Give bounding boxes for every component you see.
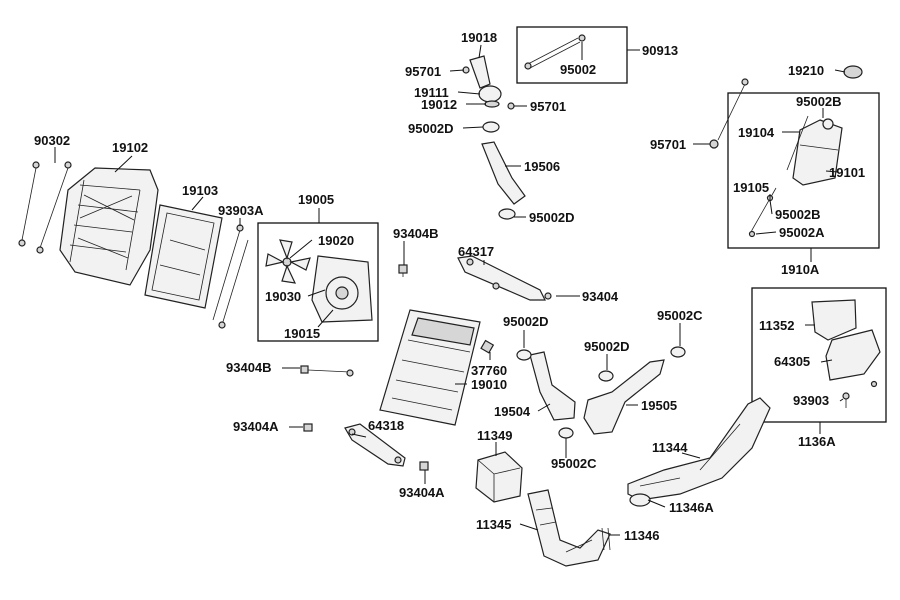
label-19104: 19104 xyxy=(738,125,775,140)
label-11346: 11346 xyxy=(624,528,659,543)
sensor-37760 xyxy=(480,339,495,354)
clamp-95002D-top xyxy=(482,121,500,133)
clamp-95002C-right xyxy=(670,346,686,358)
label-95002D-low: 95002D xyxy=(503,314,549,329)
label-90913: 90913 xyxy=(642,43,678,58)
label-19103: 19103 xyxy=(182,183,218,198)
label-93404B-top: 93404B xyxy=(393,226,439,241)
hose-19505 xyxy=(583,359,665,435)
label-93903: 93903 xyxy=(793,393,829,408)
clamp-95002D-low xyxy=(516,349,532,361)
label-93903A: 93903A xyxy=(218,203,264,218)
label-19012: 19012 xyxy=(421,97,457,112)
hose-19104 xyxy=(786,115,809,171)
bolt-93404A-bottom xyxy=(419,461,429,471)
part-64305 xyxy=(825,329,881,381)
label-95002C-right: 95002C xyxy=(657,308,703,323)
hose-kit-90913 xyxy=(524,34,586,70)
kit-box-1136A xyxy=(751,287,887,423)
label-93404: 93404 xyxy=(582,289,619,304)
clamp-95002D-mid xyxy=(498,208,516,220)
label-95701-right: 95701 xyxy=(650,137,686,152)
clamp-11346A xyxy=(629,493,651,507)
label-19506: 19506 xyxy=(524,159,560,174)
label-93404B-left: 93404B xyxy=(226,360,272,375)
label-1136A: 1136A xyxy=(798,434,836,449)
label-19102: 19102 xyxy=(112,140,148,155)
box-11349 xyxy=(475,451,523,503)
screw-90302 xyxy=(18,161,72,254)
kit-box-1910A xyxy=(727,92,880,249)
label-19504: 19504 xyxy=(494,404,531,419)
intake-11345 xyxy=(527,489,611,567)
kit-box-90913 xyxy=(516,26,628,84)
label-90302: 90302 xyxy=(34,133,70,148)
label-64318: 64318 xyxy=(368,418,404,433)
clamp-11346 xyxy=(601,527,611,551)
label-64317: 64317 xyxy=(458,244,494,259)
label-19101: 19101 xyxy=(829,165,865,180)
label-19505: 19505 xyxy=(641,398,677,413)
clamp-95002D-right xyxy=(598,370,614,382)
mesh-screen-19103 xyxy=(144,204,223,309)
clamp-95002C-low xyxy=(558,427,574,439)
label-19111: 19111 xyxy=(414,85,449,100)
label-19005: 19005 xyxy=(298,192,334,207)
label-19015: 19015 xyxy=(284,326,320,341)
label-95701-top: 95701 xyxy=(405,64,441,79)
filler-cap-19210 xyxy=(843,65,863,79)
hose-19506 xyxy=(481,141,526,205)
reservoir-19101 xyxy=(792,118,843,186)
thermostat-housing-19111 xyxy=(478,85,502,103)
bolt-93404B-left xyxy=(300,365,354,377)
part-19012 xyxy=(484,100,500,108)
label-93404A-left: 93404A xyxy=(233,419,279,434)
label-95002D-top: 95002D xyxy=(408,121,454,136)
fan-shroud-19030 xyxy=(311,255,373,323)
label-93404A-bottom: 93404A xyxy=(399,485,445,500)
label-95002D-mid: 95002D xyxy=(529,210,575,225)
label-19210: 19210 xyxy=(788,63,824,78)
leader-lines xyxy=(54,42,846,536)
screw-93903A xyxy=(212,224,249,329)
label-11352: 11352 xyxy=(759,318,794,333)
label-95002C-low: 95002C xyxy=(551,456,597,471)
screw-93903 xyxy=(842,380,878,408)
label-1910A: 1910A xyxy=(781,262,820,277)
label-19105: 19105 xyxy=(733,180,769,195)
bolt-93404A-left xyxy=(303,423,313,432)
label-11346A: 11346A xyxy=(669,500,714,515)
label-95002D-right: 95002D xyxy=(584,339,630,354)
fan-19020 xyxy=(265,239,311,284)
label-95002A: 95002A xyxy=(779,225,825,240)
fitting-95701-mid xyxy=(507,102,515,110)
label-95002B-low: 95002B xyxy=(775,207,821,222)
label-19030: 19030 xyxy=(265,289,301,304)
label-19018: 19018 xyxy=(461,30,497,45)
part-11352 xyxy=(811,299,857,341)
label-11349: 11349 xyxy=(477,428,512,443)
label-95002B-top: 95002B xyxy=(796,94,842,109)
radiator-grille-19102 xyxy=(59,167,159,286)
label-95002: 95002 xyxy=(560,62,596,77)
bracket-19018 xyxy=(469,55,491,89)
label-37760: 37760 xyxy=(471,363,507,378)
fitting-95701-right xyxy=(709,78,749,149)
label-11345: 11345 xyxy=(476,517,511,532)
kit-box-19005 xyxy=(257,222,379,342)
bracket-64318 xyxy=(344,423,406,467)
intake-tube-11344 xyxy=(627,397,771,501)
label-64305: 64305 xyxy=(774,354,810,369)
hose-19504 xyxy=(529,351,576,421)
label-19010: 19010 xyxy=(471,377,507,392)
label-11344: 11344 xyxy=(652,440,688,455)
bolt-93404B-top xyxy=(398,264,408,277)
part-labels: 19018 90913 95701 95002 19111 19012 9570… xyxy=(34,30,865,543)
radiator-19010 xyxy=(379,309,481,426)
bracket-64317 xyxy=(457,255,552,301)
label-95701-mid: 95701 xyxy=(530,99,566,114)
label-19020: 19020 xyxy=(318,233,354,248)
